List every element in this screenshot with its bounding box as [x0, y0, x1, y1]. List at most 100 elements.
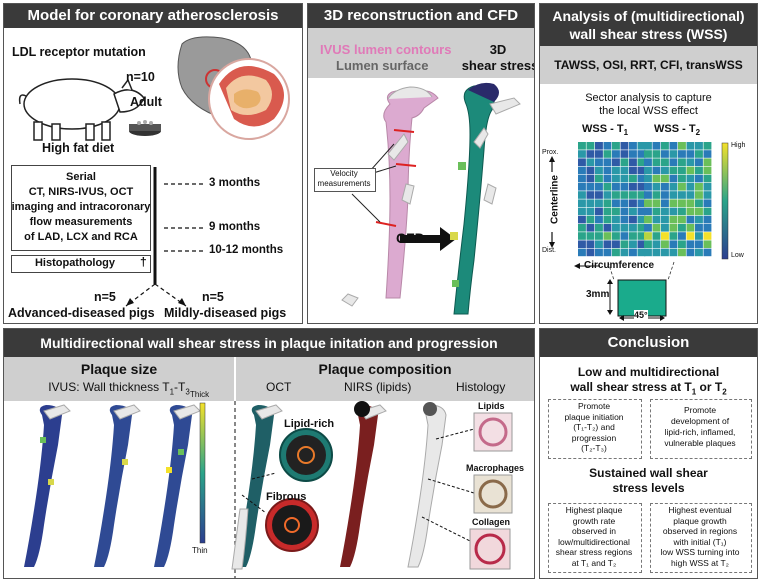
nirs-label: NIRS (lipids) [344, 380, 412, 394]
heatmap-cell [629, 224, 637, 232]
heatmap-cell [612, 207, 620, 216]
heatmap-cell [686, 248, 695, 257]
heatmap-cell [595, 142, 603, 150]
heatmap-cell [669, 248, 678, 257]
heatmap-cell [629, 248, 637, 257]
heatmap-cell [637, 248, 646, 257]
sustained-line-2: stress levels [612, 481, 685, 495]
heatmap-cell [578, 191, 586, 199]
fibrous-label: Fibrous [266, 491, 307, 503]
lipids-label: Lipids [478, 401, 505, 411]
heatmap-cell [603, 166, 612, 175]
heatmap-cell [652, 240, 661, 248]
heatmap-cell [629, 174, 637, 183]
heatmap-cell [612, 142, 620, 150]
multi-title: Multidirectional wall shear stress in pl… [4, 329, 534, 357]
heatmap-cell [612, 174, 620, 183]
heatmap-cell [612, 191, 620, 199]
heatmap-cell [703, 174, 712, 183]
heatmap-cell [629, 142, 637, 150]
heatmap-cell [578, 240, 586, 248]
heatmap-cell [578, 248, 586, 257]
heatmap-cell [686, 215, 695, 224]
heatmap-cell [586, 199, 595, 207]
heatmap-cell [612, 183, 620, 191]
heatmap-cell [695, 207, 703, 216]
heatmap-cell [686, 166, 695, 175]
heatmap-cell [637, 158, 646, 166]
heatmap-cell [620, 150, 629, 158]
heatmap-cell [620, 158, 629, 166]
heatmap-cell [595, 191, 603, 199]
heatmap-cell [586, 191, 595, 199]
heatmap-cell [703, 232, 712, 240]
heatmap-cell [603, 224, 612, 232]
heatmap-cell [586, 248, 595, 257]
heatmap-cell [629, 215, 637, 224]
heatmap-cell [695, 215, 703, 224]
low-multi-line-1: Low and multidirectional [577, 365, 720, 379]
wss-t1-label: WSS - T1 [582, 123, 629, 138]
mild-n: n=5 [202, 290, 224, 304]
timeline-graphic [125, 167, 204, 307]
heatmap-cell [652, 224, 661, 232]
wss-heatmaps [549, 142, 729, 321]
sustained-line-1: Sustained wall shear [589, 466, 708, 480]
plaque-vessels [24, 401, 513, 578]
box3-text: Highest plaque growth rate observed in l… [555, 505, 633, 568]
heatmap-cell [686, 174, 695, 183]
heatmap-cell [678, 191, 686, 199]
heatmap-cell [586, 215, 595, 224]
heatmap-cell [620, 224, 629, 232]
heatmap-cell [686, 224, 695, 232]
heatmap-cell [652, 207, 661, 216]
heatmap-cell [644, 232, 652, 240]
heatmap-cell [652, 174, 661, 183]
heatmap-cell [669, 240, 678, 248]
velocity-box [314, 168, 376, 192]
circumference-label: Circumference [584, 260, 655, 271]
box2-text: Promote development of lipid-rich, infla… [664, 405, 736, 448]
heatmap-cell [661, 232, 669, 240]
heatmap-cell [644, 240, 652, 248]
heatmap-cell [637, 232, 646, 240]
wss-metrics: TAWSS, OSI, RRT, CFI, transWSS [540, 46, 757, 84]
heatmap-cell [629, 191, 637, 199]
heatmap-cell [652, 215, 661, 224]
heatmap-cell [669, 183, 678, 191]
heatmap-cell [637, 150, 646, 158]
heatmap-cell [629, 207, 637, 216]
heatmap-cell [595, 150, 603, 158]
heatmap-cell [669, 199, 678, 207]
low-label: Low [731, 252, 744, 259]
heatmap-cell [695, 166, 703, 175]
heatmap-cell [652, 191, 661, 199]
heatmap-cell [620, 166, 629, 175]
sector-text-1: Sector analysis to capture [585, 92, 712, 104]
heatmap-cell [644, 174, 652, 183]
heatmap-cell [669, 215, 678, 224]
oct-label: OCT [266, 380, 292, 394]
heatmap-cell [620, 248, 629, 257]
heatmap-cell [620, 183, 629, 191]
heatmap-cell [637, 215, 646, 224]
heatmap-cell [661, 183, 669, 191]
conclusion-panel: Conclusion Low and multidirectional wall… [539, 328, 758, 579]
heatmap-cell [629, 183, 637, 191]
heatmap-cell [678, 207, 686, 216]
heatmap-cell [652, 183, 661, 191]
heatmap-cell [586, 174, 595, 183]
heatmap-cell [703, 191, 712, 199]
time-10-12-months: 10-12 months [209, 244, 284, 256]
heatmap-cell [661, 174, 669, 183]
heatmap-cell [620, 199, 629, 207]
heatmap-cell [578, 232, 586, 240]
heatmap-cell [703, 240, 712, 248]
conclusion-box-2 [650, 399, 752, 459]
heatmap-cell [586, 207, 595, 216]
serial-line-4: of LAD, LCX and RCA [24, 231, 138, 243]
heatmap-cell [620, 174, 629, 183]
serial-line-0: Serial [66, 171, 96, 183]
heatmap-cell [603, 158, 612, 166]
